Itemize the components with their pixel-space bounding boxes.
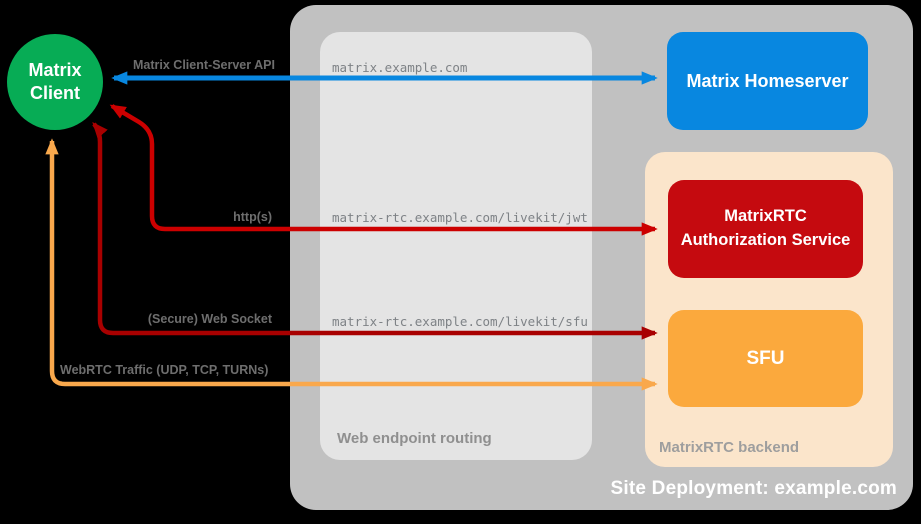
jwt-route-path: matrix-rtc.example.com/livekit/jwt bbox=[332, 210, 588, 225]
matrixrtc-backend-label: MatrixRTC backend bbox=[659, 439, 800, 456]
site-deployment-label: Site Deployment: example.com bbox=[610, 478, 897, 499]
matrix-client-node: Matrix Client bbox=[7, 34, 103, 130]
webrtc-arrow-label: WebRTC Traffic (UDP, TCP, TURNs) bbox=[60, 363, 269, 377]
sfu-label: SFU bbox=[746, 347, 785, 369]
matrix-homeserver-node: Matrix Homeserver bbox=[667, 32, 868, 130]
client-server-api-arrow-label: Matrix Client-Server API bbox=[133, 58, 275, 72]
matrixrtc-authorization-service-label: MatrixRTC Authorization Service bbox=[680, 207, 851, 249]
https-arrow-label: http(s) bbox=[233, 210, 272, 224]
web-endpoint-routing-box: Web endpoint routing bbox=[320, 32, 592, 460]
matrixrtc-authorization-service-node: MatrixRTC Authorization Service bbox=[668, 180, 863, 278]
web-endpoint-routing-label: Web endpoint routing bbox=[337, 430, 492, 447]
homeserver-route-host: matrix.example.com bbox=[332, 60, 468, 75]
sfu-node: SFU bbox=[668, 310, 863, 407]
matrix-client-label: Matrix Client bbox=[28, 59, 82, 103]
sfu-route-path: matrix-rtc.example.com/livekit/sfu bbox=[332, 314, 588, 329]
matrix-homeserver-label: Matrix Homeserver bbox=[686, 70, 849, 91]
websocket-arrow-label: (Secure) Web Socket bbox=[147, 312, 272, 326]
